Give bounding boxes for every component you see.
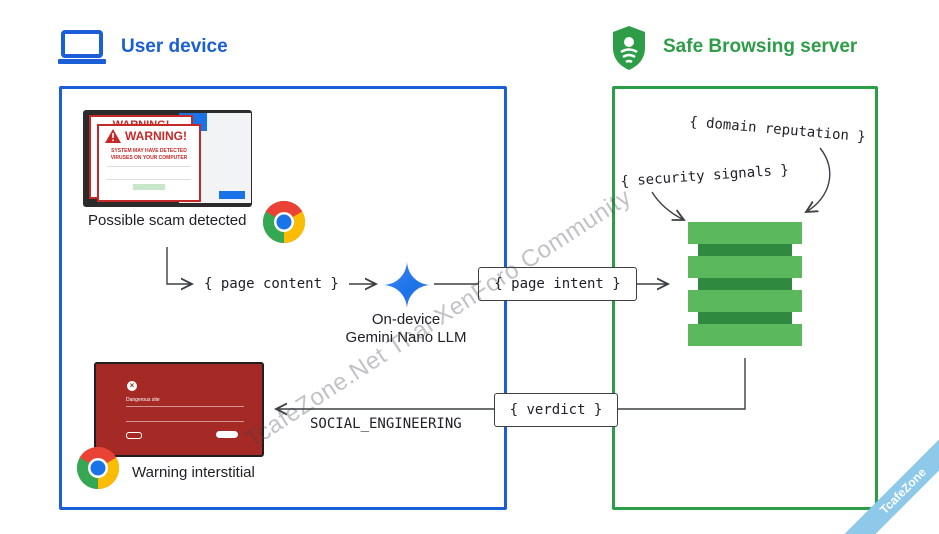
page-intent-label: { page intent } [494, 276, 621, 292]
interstitial-back-button [216, 431, 238, 438]
interstitial-close-icon: × [127, 381, 137, 391]
safe-browsing-shield-icon [611, 24, 647, 72]
server-layer [688, 222, 802, 244]
server-connector [698, 278, 792, 290]
scam-caption: Possible scam detected [88, 212, 247, 229]
server-connector [698, 312, 792, 324]
server-layer [688, 290, 802, 312]
verdict-value-label: SOCIAL_ENGINEERING [310, 416, 462, 432]
llm-line-2: Gemini Nano LLM [345, 329, 467, 346]
gemini-sparkle-icon [384, 262, 430, 308]
interstitial-body [126, 406, 244, 422]
corner-watermark-band: TcafeZone [842, 440, 939, 534]
server-stack [688, 222, 802, 346]
interstitial-details-button [126, 432, 142, 439]
popup-line-2: VIRUSES ON YOUR COMPUTER [110, 155, 188, 161]
server-layer [688, 324, 802, 346]
user-device-title: User device [121, 36, 228, 57]
server-title: Safe Browsing server [663, 36, 858, 57]
corner-watermark-text: TcafeZone [877, 465, 929, 517]
scam-screenshot: WARNING! WARNING! SYSTEM MAY HAVE DETECT… [83, 110, 252, 207]
popup-title: WARNING! [125, 129, 187, 143]
interstitial-title: Dangerous site [126, 397, 160, 403]
corner-watermark: TcafeZone [838, 440, 939, 534]
chrome-logo-icon [76, 446, 120, 490]
verdict-pill: { verdict } [494, 393, 618, 427]
warning-triangle-icon [105, 129, 121, 143]
popup-fine-print [107, 166, 191, 180]
interstitial-caption: Warning interstitial [132, 464, 255, 481]
page-intent-pill: { page intent } [478, 267, 637, 301]
verdict-label: { verdict } [509, 402, 603, 418]
server-connector [698, 244, 792, 256]
popup-front: WARNING! SYSTEM MAY HAVE DETECTED VIRUSE… [97, 124, 201, 202]
interstitial-screenshot: × Dangerous site [94, 362, 264, 457]
llm-line-1: On-device [371, 311, 441, 328]
popup-green-badge [133, 184, 165, 190]
popup-line-1: SYSTEM MAY HAVE DETECTED [111, 148, 187, 154]
page-content-label: { page content } [204, 276, 339, 292]
server-layer [688, 256, 802, 278]
chrome-logo-icon [262, 200, 306, 244]
laptop-icon [58, 30, 106, 66]
browser-button [219, 191, 245, 199]
